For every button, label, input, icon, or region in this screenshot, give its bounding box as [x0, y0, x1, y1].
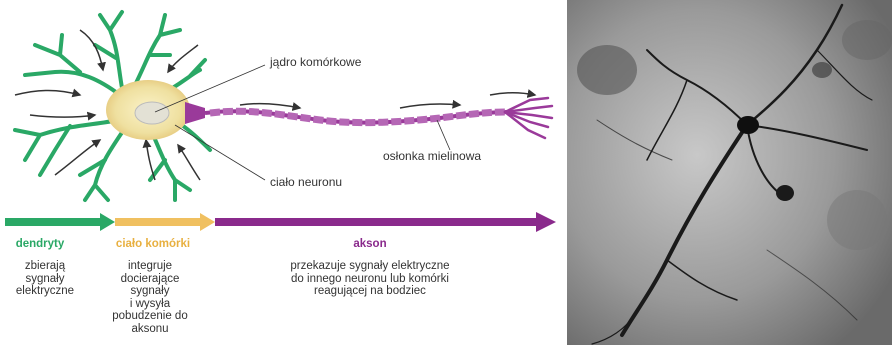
section-title-soma: ciało komórki	[103, 238, 203, 250]
label-soma: ciało neuronu	[270, 175, 342, 189]
neuron-micrograph	[567, 0, 892, 345]
axon-hillock	[185, 102, 205, 124]
section-desc-axon: przekazuje sygnały elektryczne do innego…	[250, 260, 490, 298]
nucleus	[135, 102, 169, 124]
section-title-dendrites: dendryty	[0, 238, 80, 250]
section-title-axon: akson	[320, 238, 420, 250]
section-desc-dendrites: zbierają sygnały elektryczne	[5, 260, 85, 298]
function-bar	[5, 212, 556, 232]
label-myelin: osłonka mielinowa	[383, 149, 481, 163]
label-nucleus: jądro komórkowe	[269, 55, 362, 69]
section-desc-soma: integruje docierające sygnały i wysyła p…	[100, 260, 200, 335]
